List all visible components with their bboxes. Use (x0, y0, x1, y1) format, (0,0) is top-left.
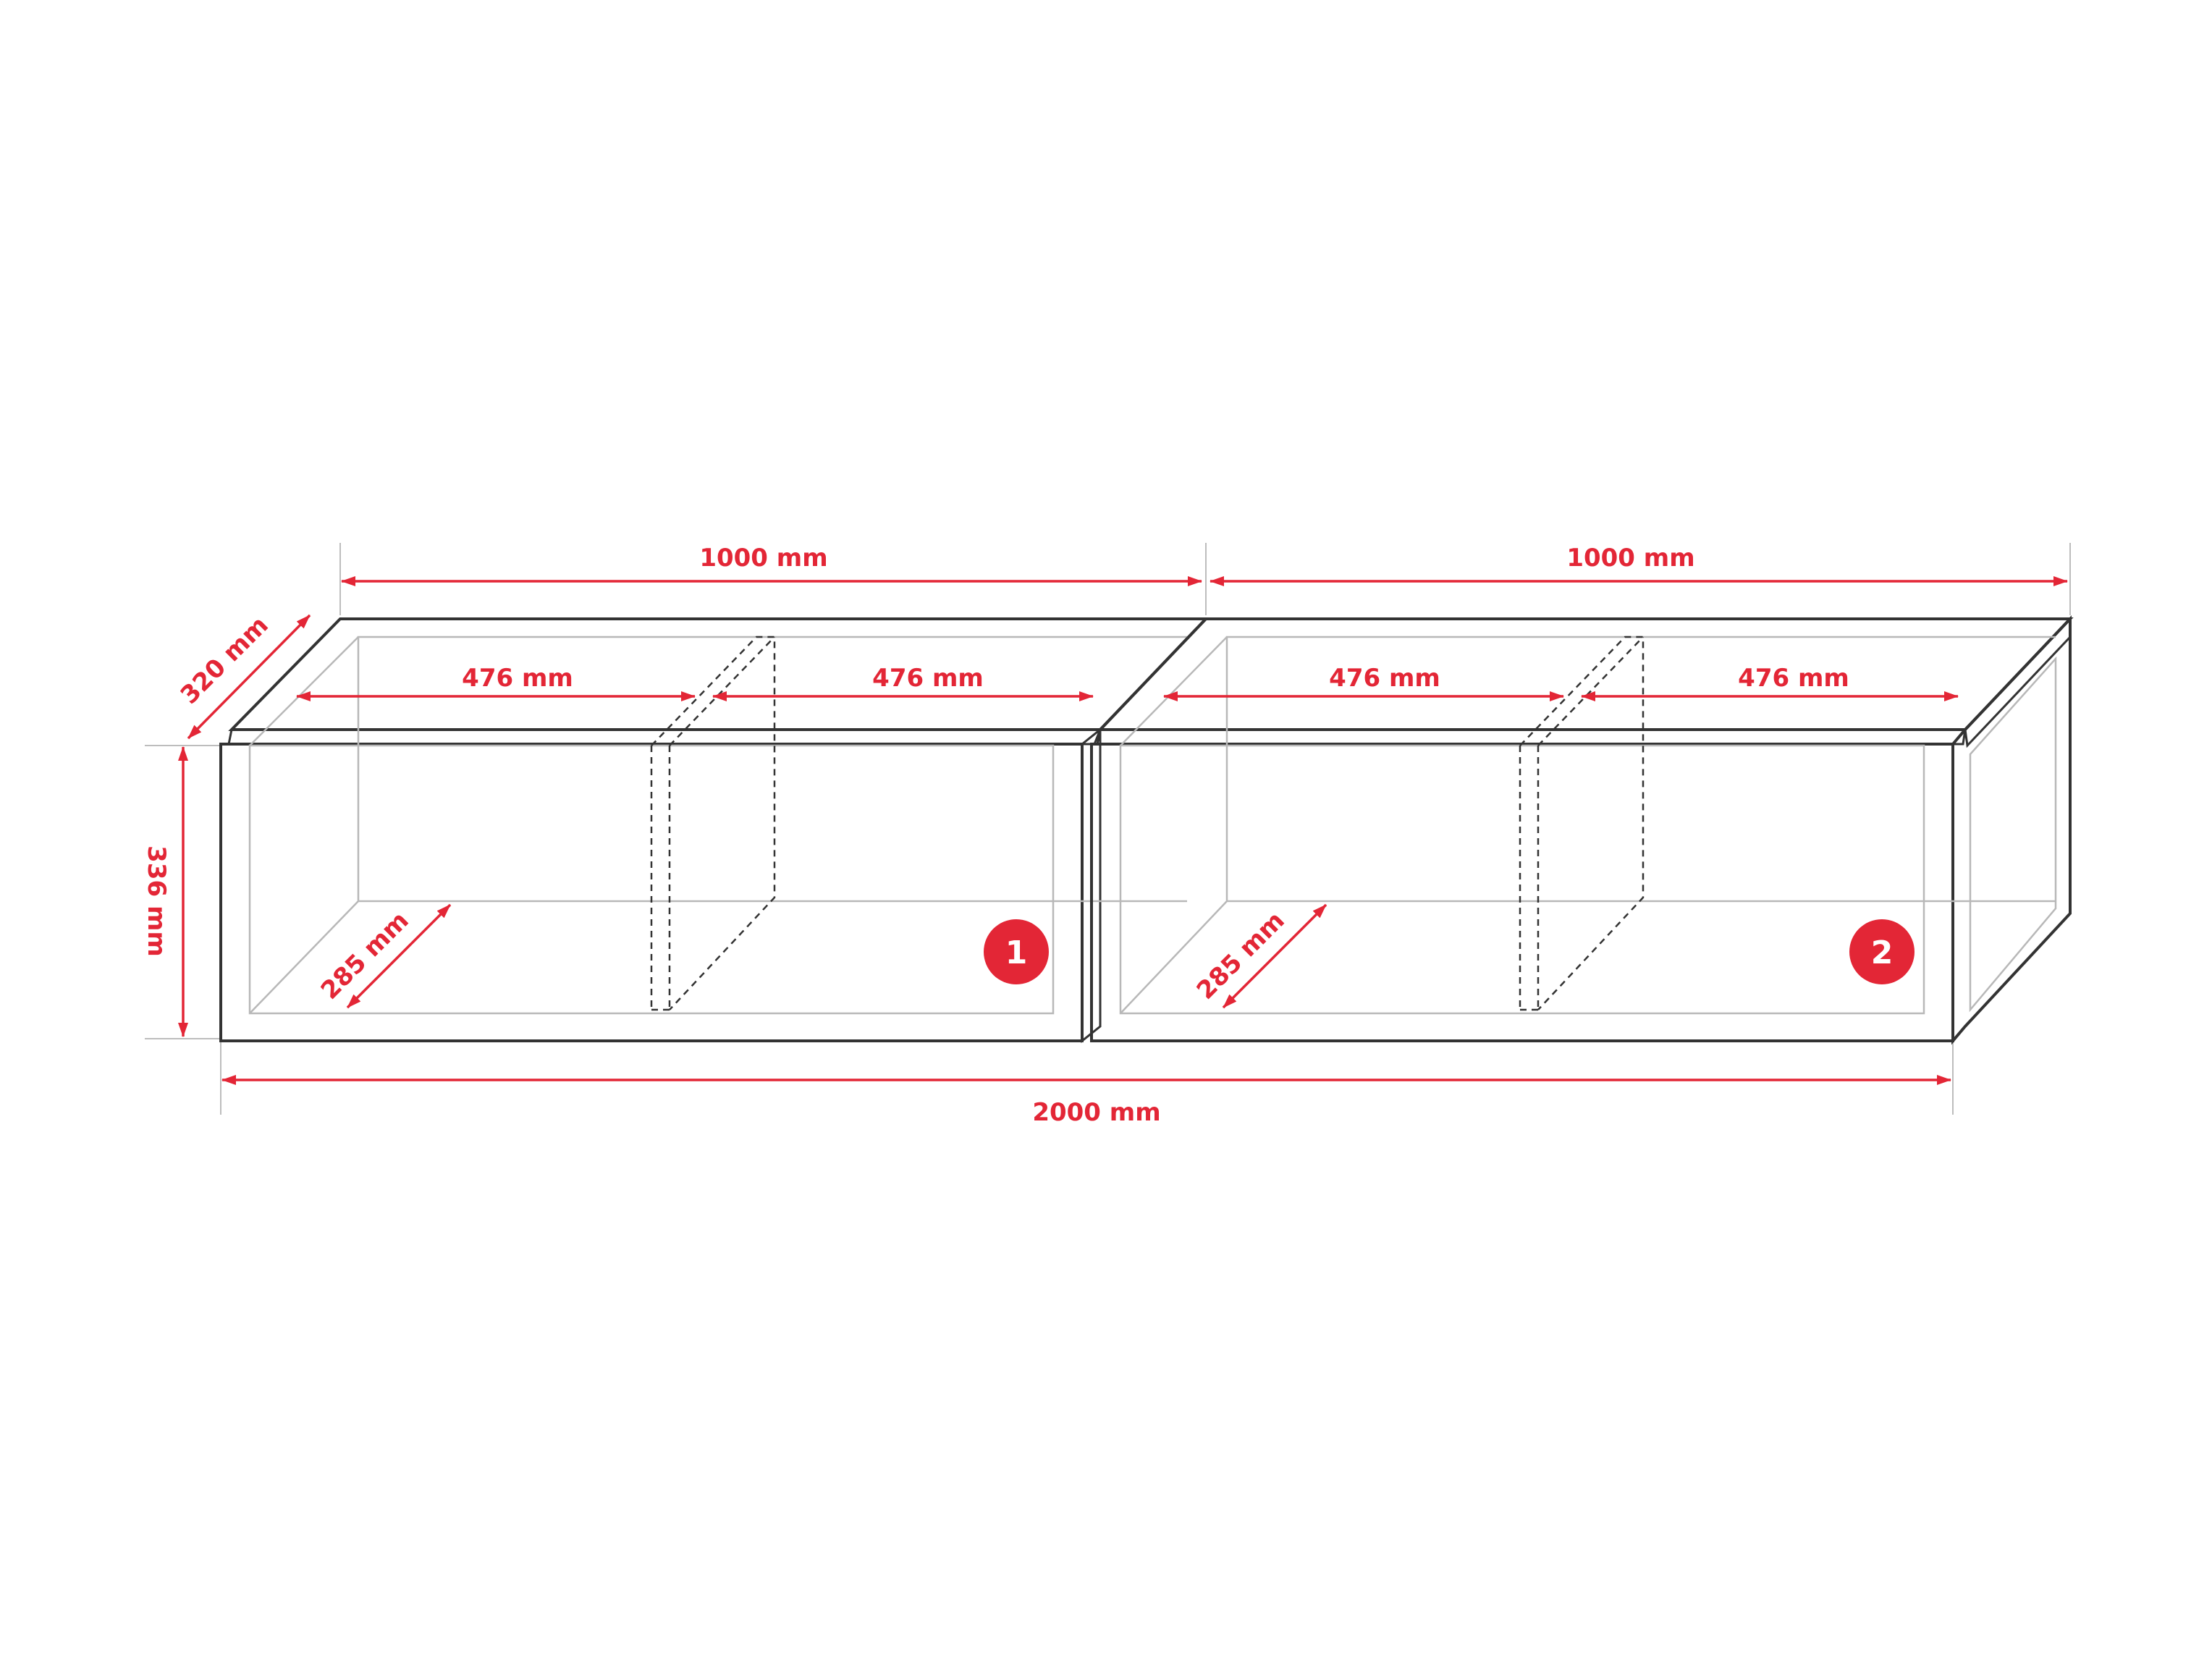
unit-1 (219, 617, 1210, 1044)
dim-unit1-right-label: 476 mm (872, 664, 984, 693)
dim-unit2-left-label: 476 mm (1329, 664, 1440, 693)
dim-unit2-right-label: 476 mm (1738, 664, 1849, 693)
dim-unit1-left-label: 476 mm (462, 664, 573, 693)
dim-depth-label: 320 mm (175, 611, 274, 710)
dim-top-left-label: 1000 mm (699, 544, 827, 573)
unit-1-divider (650, 636, 776, 1011)
dimension-lines (178, 576, 2068, 1085)
unit-2-badge: 2 (1849, 919, 1915, 984)
extension-lines (145, 543, 2071, 1115)
dim-unit1-depth-line (346, 903, 452, 1009)
unit-2-badge-label: 2 (1871, 934, 1894, 971)
dim-depth-line (187, 614, 311, 740)
dim-total-label: 2000 mm (1032, 1098, 1160, 1127)
unit-2 (1090, 615, 2074, 1045)
unit-1-badge: 1 (984, 919, 1049, 984)
unit-2-divider (1519, 636, 1645, 1011)
dim-unit2-depth-line (1222, 903, 1327, 1009)
dim-height-label: 336 mm (142, 845, 171, 957)
unit-1-badge-label: 1 (1005, 934, 1028, 971)
dim-top-right-label: 1000 mm (1566, 544, 1694, 573)
